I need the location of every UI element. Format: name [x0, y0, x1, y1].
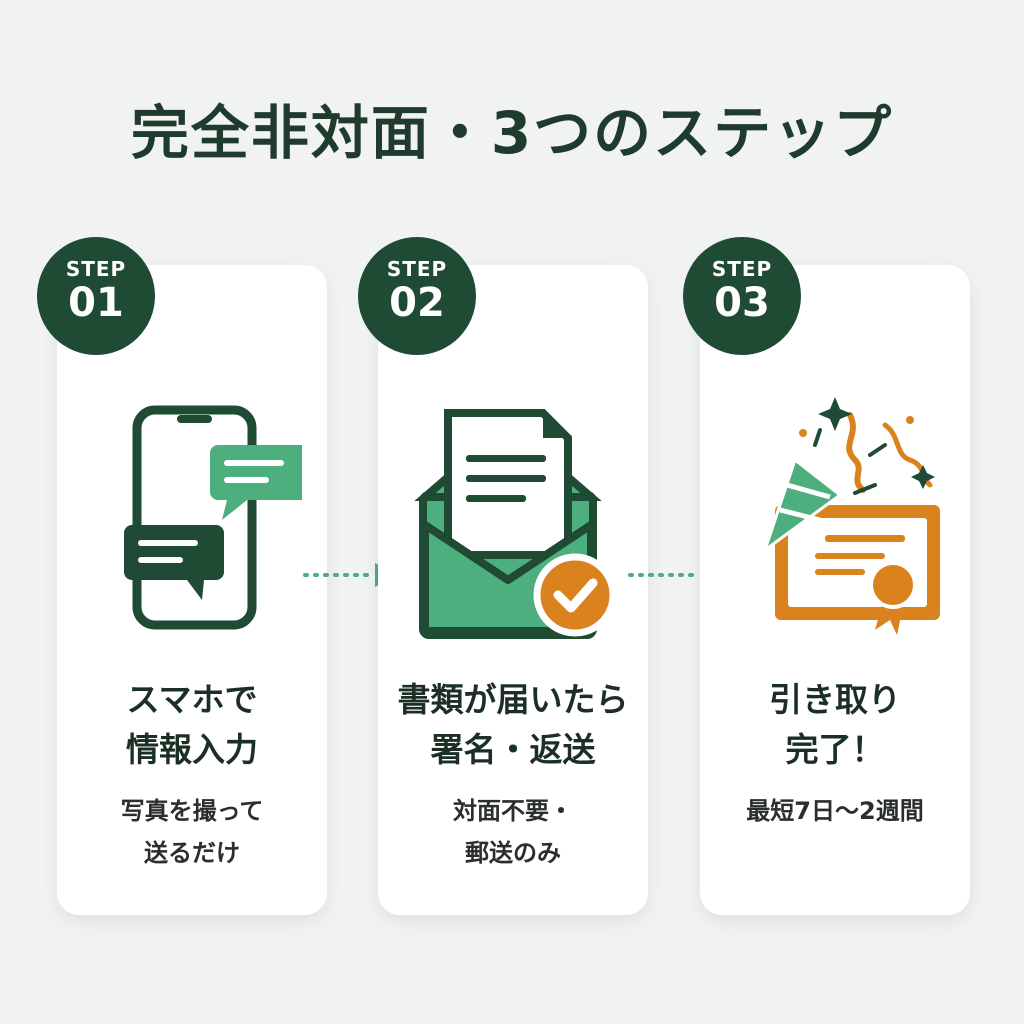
phone-chat-icon: [124, 405, 302, 630]
step-badge-3: STEP 03: [683, 237, 801, 355]
step-description: 写真を撮って送るだけ: [120, 797, 264, 867]
step-card-2: 書類が届いたら署名・返送 対面不要・郵送のみ: [378, 265, 648, 915]
step-card-3: 引き取り完了！ 最短7日〜2週間: [700, 265, 970, 915]
envelope-check-icon: [414, 409, 617, 639]
step-description: 最短7日〜2週間: [746, 797, 924, 825]
certificate-party-icon: [762, 397, 940, 635]
step-badge-2: STEP 02: [358, 237, 476, 355]
step-heading: 引き取り完了！: [769, 680, 901, 769]
step-badge-1: STEP 01: [37, 237, 155, 355]
step-heading: スマホで情報入力: [126, 680, 258, 769]
step-description: 対面不要・郵送のみ: [453, 797, 573, 867]
page-title: 完全非対面・3つのステップ: [130, 99, 894, 167]
step-heading: 書類が届いたら署名・返送: [397, 680, 629, 769]
step-card-1: スマホで情報入力 写真を撮って送るだけ: [57, 265, 327, 915]
